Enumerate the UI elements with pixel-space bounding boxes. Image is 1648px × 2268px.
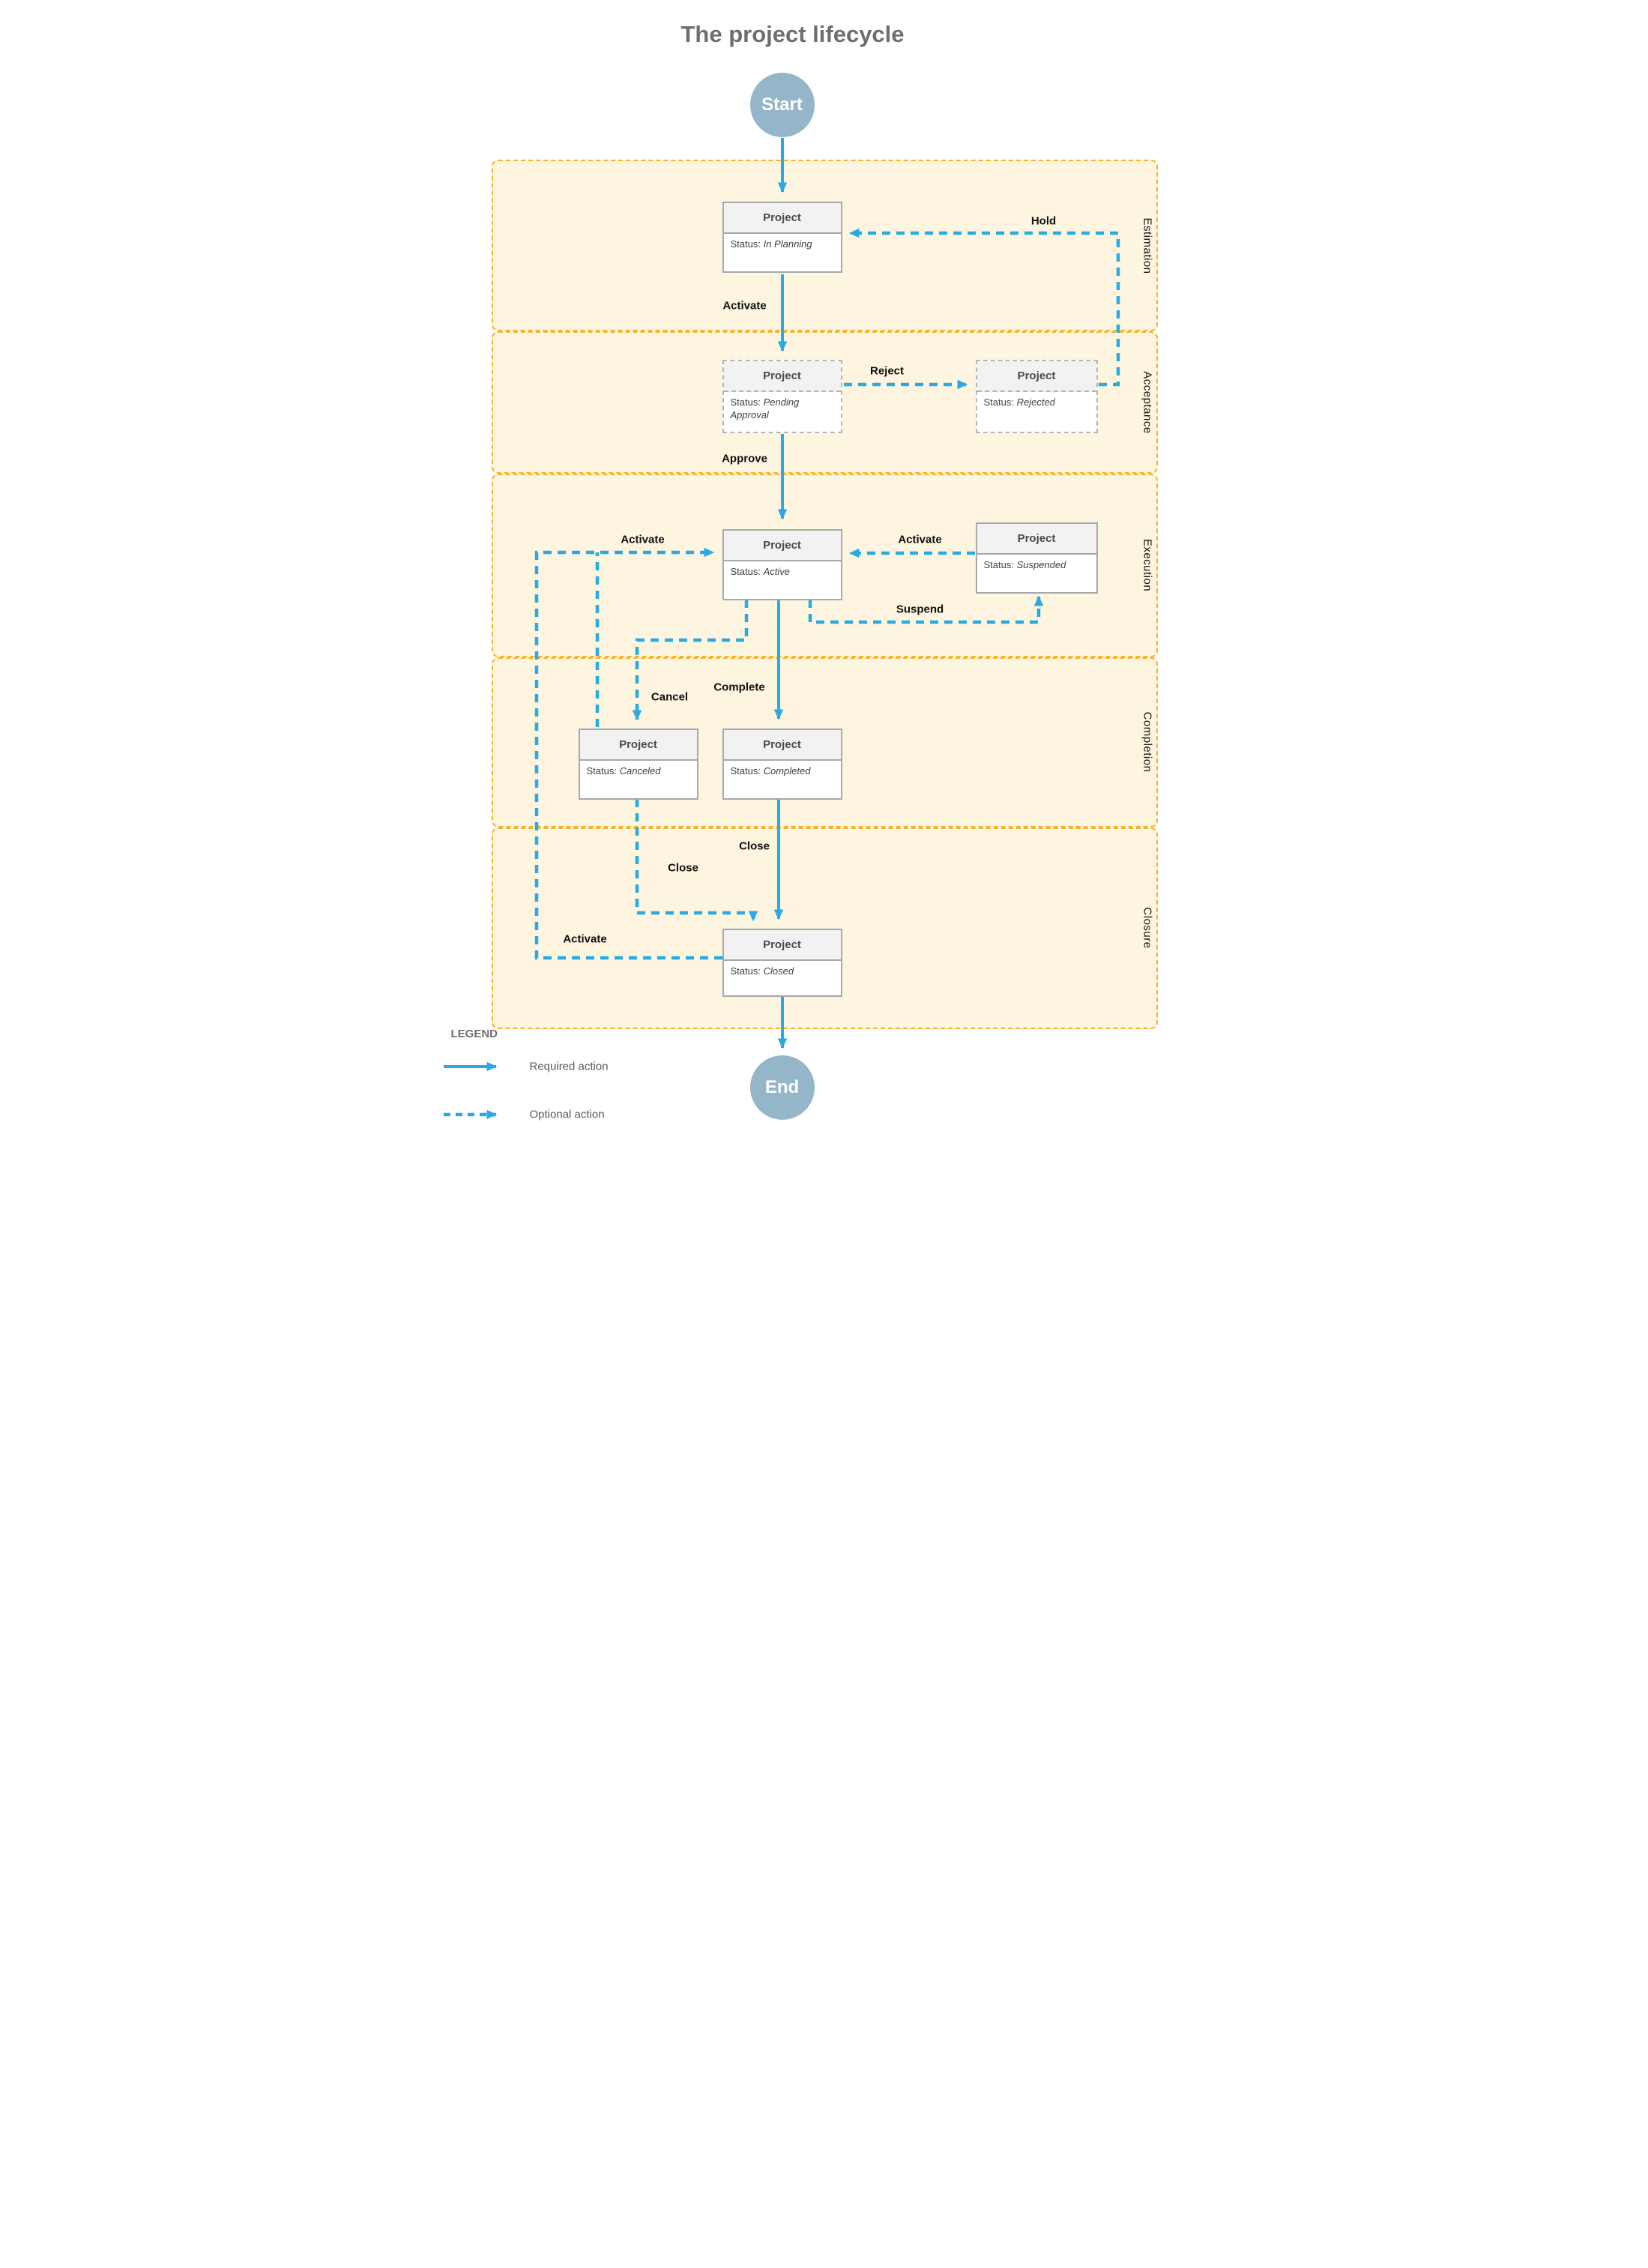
phase-label-acceptance: Acceptance: [1141, 371, 1153, 434]
start-label: Start: [761, 94, 803, 115]
box-closed-title: Project: [723, 930, 841, 961]
edge-label-activate-return: Activate: [621, 533, 665, 546]
box-suspended-status: Status: Suspended: [977, 555, 1096, 572]
box-rejected-title: Project: [977, 361, 1096, 392]
box-pending-approval-status: Status: Pending Approval: [724, 392, 841, 422]
status-prefix: Status:: [730, 765, 761, 776]
box-completed-status: Status: Completed: [724, 761, 841, 778]
status-value: Pending Approval: [730, 396, 800, 420]
status-prefix: Status:: [983, 396, 1014, 408]
edge-label-reject: Reject: [869, 364, 905, 378]
edge-label-suspend: Suspend: [896, 603, 944, 616]
box-canceled-status: Status: Canceled: [580, 761, 697, 778]
box-active-status: Status: Active: [724, 561, 841, 579]
edge-label-activate-plan: Activate: [722, 299, 767, 313]
end-node: End: [749, 1055, 815, 1120]
phase-label-execution: Execution: [1141, 538, 1153, 592]
box-closed: Project Status: Closed: [722, 929, 842, 997]
box-in-planning-title: Project: [723, 203, 841, 234]
box-pending-approval-title: Project: [723, 361, 841, 392]
status-prefix: Status:: [730, 396, 761, 408]
phase-label-closure: Closure: [1141, 907, 1153, 949]
legend-required-label: Required action: [529, 1060, 609, 1073]
project-lifecycle-diagram: The project lifecycle Estimation Accepta…: [411, 0, 1237, 1134]
box-in-planning: Project Status: In Planning: [722, 202, 842, 273]
box-closed-status: Status: Closed: [724, 961, 841, 978]
start-node: Start: [749, 73, 815, 137]
status-prefix: Status:: [730, 965, 761, 977]
status-value: Canceled: [619, 765, 661, 776]
phase-label-estimation: Estimation: [1141, 217, 1153, 274]
box-pending-approval: Project Status: Pending Approval: [722, 360, 842, 433]
box-completed: Project Status: Completed: [722, 729, 842, 800]
box-completed-title: Project: [723, 730, 841, 761]
edge-label-close-completed: Close: [739, 839, 770, 853]
status-value: Suspended: [1016, 559, 1066, 570]
box-canceled-title: Project: [579, 730, 697, 761]
page-title: The project lifecycle: [680, 21, 905, 47]
status-value: Active: [763, 566, 790, 577]
status-value: Closed: [763, 965, 794, 977]
edge-label-close-canceled: Close: [668, 861, 698, 875]
status-prefix: Status:: [983, 559, 1014, 570]
status-prefix: Status:: [730, 238, 761, 250]
edge-label-hold: Hold: [1030, 214, 1057, 228]
status-prefix: Status:: [586, 765, 617, 776]
legend-heading: LEGEND: [450, 1028, 498, 1040]
legend-optional-label: Optional action: [529, 1108, 605, 1121]
phase-label-completion: Completion: [1141, 711, 1153, 773]
status-value: Completed: [763, 765, 811, 776]
box-rejected-status: Status: Rejected: [977, 392, 1096, 409]
status-prefix: Status:: [730, 566, 761, 577]
box-suspended-title: Project: [977, 524, 1096, 555]
edge-label-activate-suspended: Activate: [898, 533, 942, 546]
edge-label-complete: Complete: [713, 681, 765, 694]
edge-label-activate-closed: Activate: [563, 932, 607, 946]
status-value: In Planning: [763, 238, 812, 250]
box-active: Project Status: Active: [722, 529, 842, 600]
box-suspended: Project Status: Suspended: [975, 522, 1098, 594]
box-active-title: Project: [723, 531, 841, 561]
edge-label-approve: Approve: [722, 452, 767, 465]
status-value: Rejected: [1016, 396, 1055, 408]
box-rejected: Project Status: Rejected: [975, 360, 1098, 433]
box-canceled: Project Status: Canceled: [578, 729, 698, 800]
end-label: End: [764, 1077, 800, 1097]
box-in-planning-status: Status: In Planning: [724, 234, 841, 251]
edge-label-cancel: Cancel: [651, 690, 689, 704]
